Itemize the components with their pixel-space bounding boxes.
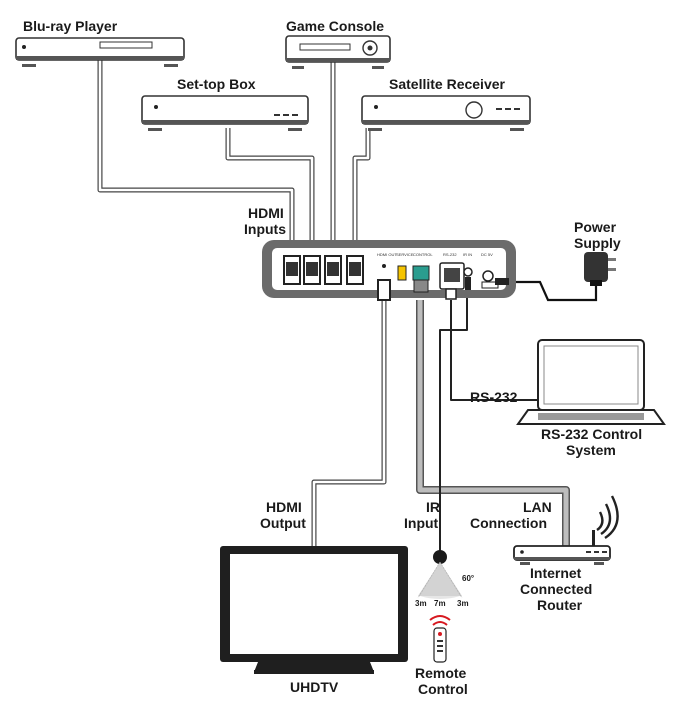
lan-label-1: LAN [523,499,552,515]
rs232-system-label-2: System [566,442,616,458]
port-label-hdmi-out: HDMI OUT [377,252,397,257]
hdmi-output-port [377,279,391,301]
port-label-ir-in: IR IN [463,252,472,257]
hdmi-inputs-label-1: HDMI [248,205,284,221]
ir-range-center: 7m [434,599,446,608]
rs232-label: RS-232 [470,389,518,405]
uhdtv-label: UHDTV [290,679,339,695]
router [513,495,619,565]
ir-angle-label: 60° [462,574,474,583]
remote-control-label-1: Remote [415,665,467,681]
router-label-2: Connected [520,581,592,597]
port-label-rs232: RS-232 [443,252,457,257]
ir-input-port [463,267,473,290]
ir-cable [439,290,468,556]
set-top-box [141,95,309,131]
hdmi-input-ports [283,255,364,285]
service-port [397,265,407,281]
bluray-label: Blu-ray Player [23,18,118,34]
rs232-control-laptop [516,339,666,425]
ir-receiver [417,550,463,599]
set-top-box-label: Set-top Box [177,76,256,92]
port-label-dc: DC 5V [481,252,493,257]
lan-port [412,265,430,281]
hdmi-output-label-1: HDMI [266,499,302,515]
port-label-control: CONTROL [413,252,433,257]
remote-control-label-2: Control [418,681,468,697]
lan-label-2: Connection [470,515,547,531]
ir-input-label-1: IR [426,499,440,515]
power-supply-label-2: Supply [574,235,621,251]
hdmi-output-label-2: Output [260,515,306,531]
power-cable [496,280,598,302]
hdmi-inputs-label-2: Inputs [244,221,286,237]
ir-range-left: 3m [415,599,427,608]
switcher-unit: HDMI OUT SERVICE CONTROL RS-232 IR IN DC… [262,240,516,301]
power-supply-label-1: Power [574,219,617,235]
cables [97,58,598,556]
hdmi-cable-sat [352,128,371,240]
game-console [285,35,391,69]
game-console-label: Game Console [286,18,384,34]
rs232-port [439,262,465,300]
remote-control [429,615,451,663]
hdmi-cable-output [311,300,387,548]
router-label-3: Router [537,597,583,613]
dc-port [481,270,509,289]
port-label-service: SERVICE [396,252,414,257]
rs232-system-label-1: RS-232 Control [541,426,642,442]
bluray-player [15,37,185,67]
power-supply [584,252,616,286]
rs232-cable [450,300,540,401]
satellite-receiver [361,95,531,131]
ir-input-label-2: Input [404,515,439,531]
ir-range-right: 3m [457,599,469,608]
router-label-1: Internet [530,565,582,581]
satellite-receiver-label: Satellite Receiver [389,76,506,92]
uhdtv [220,546,408,674]
